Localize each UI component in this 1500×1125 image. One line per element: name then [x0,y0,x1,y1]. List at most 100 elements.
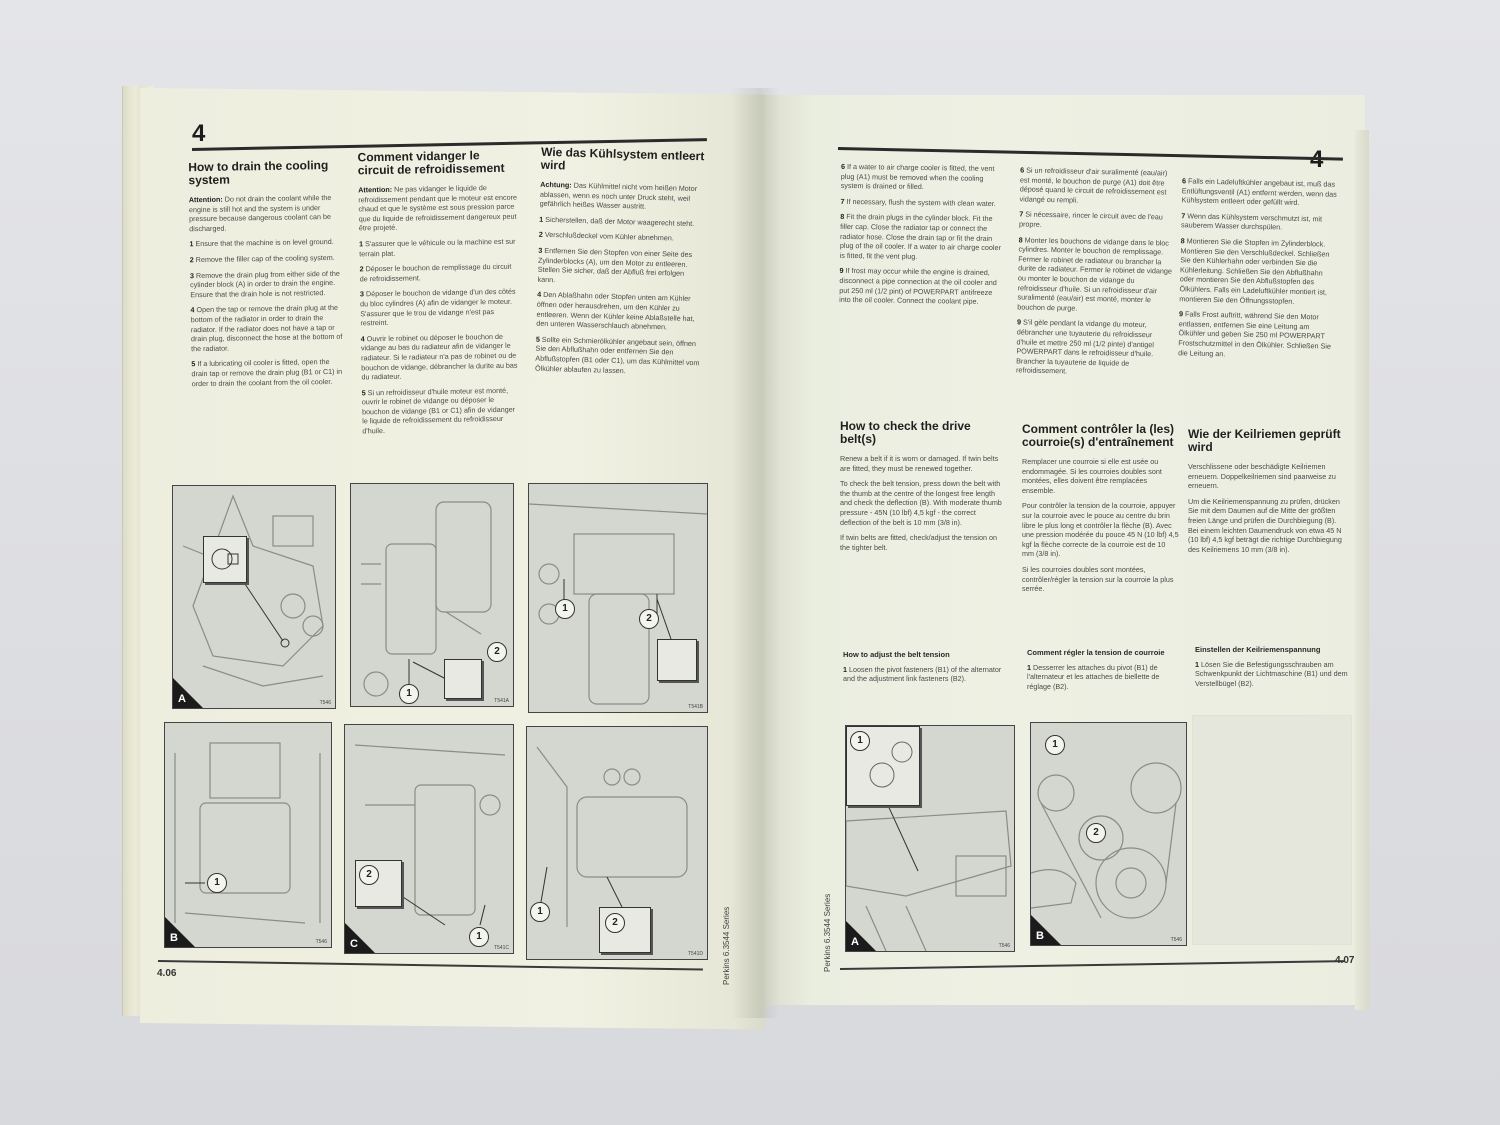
step: 1 Ensure that the machine is on level gr… [189,237,334,249]
section-heading: Comment vidanger le circuit de refroidis… [357,148,505,178]
drain-plug-inset [203,536,247,583]
paragraph: To check the belt tension, press down th… [840,479,1002,527]
step: 4 Ouvrir le robinet ou déposer le boucho… [360,331,518,382]
figure-code: T541A [494,698,509,704]
german-column-drain-continued: 6 Falls ein Ladeluftkühler angebaut ist,… [1178,176,1339,367]
step: 1 S'assurer que le véhicule ou la machin… [359,236,516,258]
french-column-belt: Comment contrôler la (les) courroie(s) d… [1022,423,1179,600]
figure-oil-cooler-lower-right: 1 2 T541D [526,726,708,960]
figure-a-alternator: 1 A T546 [845,725,1015,952]
subsection-heading: Comment régler la tension de courroie [1027,648,1165,657]
paragraph: Si les courroies doubles sont montées, c… [1022,564,1174,594]
radiator-drawing [174,742,321,924]
section-heading: Wie das Kühlsystem entleert wird [540,144,705,173]
faded-figure-area [1192,715,1352,945]
oil-cooler-drawing [361,501,492,697]
figure-b-radiator: 1 B T546 [164,722,332,948]
figure-a-drain-plug: A T546 [172,485,336,709]
figure-code: T546 [998,943,1010,949]
step: 8 Montieren Sie die Stopfen im Zylinderb… [1179,236,1330,306]
step: 4 Open the tap or remove the drain plug … [190,303,343,353]
step: 3 Remove the drain plug from either side… [189,268,340,299]
callout-2: 2 [605,913,625,933]
french-column-adjust: Comment régler la tension de courroie 1 … [1027,648,1179,697]
figure-label-b: B [170,932,178,944]
subsection-heading: How to adjust the belt tension [843,650,950,659]
page-number-left: 4.06 [157,968,177,979]
attention-note: Achtung: Das Kühlmittel nicht vom heißen… [539,179,698,211]
figure-label-a: A [851,936,859,948]
figure-corner [345,923,375,953]
figure-corner [165,917,195,947]
figure-corner [1031,915,1061,945]
french-column-drain-continued: 6 Si un refroidisseur d'air suralimenté … [1016,165,1175,384]
figure-code: T546 [315,939,327,945]
engine-block-drawing [182,494,324,687]
figure-code: T546 [319,700,331,706]
step: 7 If necessary, flush the system with cl… [840,196,996,208]
figure-code: T541D [687,951,703,957]
figure-oil-cooler-upper-right: 1 2 T541B [528,483,708,713]
oil-filter-drawing [529,503,707,705]
figure-label-b: B [1036,930,1044,942]
figure-label-a: A [178,693,186,705]
callout-1: 1 [850,731,870,751]
figure-oil-cooler-upper-left: 1 2 T541A [350,483,514,707]
step: 5 Si un refroidisseur d'huile moteur est… [361,385,516,436]
paragraph: Remplacer une courroie si elle est usée … [1022,457,1162,495]
figure-b-belt-deflection: 1 2 B T546 [1030,722,1187,946]
subsection-heading: Einstellen der Keilriemenspannung [1195,645,1321,654]
attention-note: Attention: Do not drain the coolant whil… [188,192,332,234]
step: 9 Falls Frost auftritt, während Sie den … [1178,309,1332,358]
series-label-left: Perkins 6.3544 Series [722,906,731,985]
section-heading: Wie der Keilriemen geprüft wird [1188,427,1341,454]
step: 1 Loosen the pivot fasteners (B1) of the… [843,664,1002,684]
german-column-belt: Wie der Keilriemen geprüft wird Verschli… [1188,428,1348,560]
figure-c-oil-cooler: 2 1 C T541C [344,724,514,954]
section-heading: How to check the drive belt(s) [840,419,971,446]
paragraph: Verschlissene oder beschädigte Keilrieme… [1188,462,1336,491]
step: 6 Falls ein Ladeluftkühler angebaut ist,… [1181,176,1337,208]
alternator-drawing [846,800,1012,951]
callout-1: 1 [555,599,575,619]
oil-cooler-side-drawing [536,746,688,927]
english-column-drain-continued: 6 If a water to air charge cooler is fit… [839,162,1006,313]
step: 2 Remove the filler cap of the cooling s… [189,252,335,265]
callout-1: 1 [1045,735,1065,755]
figure-code: T541B [688,704,703,710]
callout-1: 1 [469,927,489,947]
step: 1 Lösen Sie die Befestigungsschrauben am… [1195,659,1348,688]
callout-2: 2 [359,865,379,885]
figure-corner [173,678,203,708]
section-heading: Comment contrôler la (les) courroie(s) d… [1022,422,1175,449]
callout-2: 2 [1086,823,1106,843]
chapter-number-left: 4 [192,120,206,147]
english-column-belt: How to check the drive belt(s) Renew a b… [840,420,1005,558]
callout-1: 1 [207,873,227,893]
french-column-drain: Comment vidanger le circuit de refroidis… [357,148,522,442]
step: 8 Fit the drain plugs in the cylinder bl… [839,212,1001,261]
step: 7 Si nécessaire, rincer le circuit avec … [1018,209,1163,229]
drain-plug-icon [211,548,239,570]
callout-2: 2 [639,609,659,629]
german-column-drain: Wie das Kühlsystem entleert wird Achtung… [534,144,706,384]
step: 5 Sollte ein Schmierölkühler angebaut se… [534,334,700,375]
figure-label-c: C [350,938,358,950]
paragraph: Pour contrôler la tension de la courroie… [1022,501,1179,559]
figure-corner [846,921,876,951]
section-heading: How to drain the cooling system [188,158,329,188]
step: 6 Si un refroidisseur d'air suralimenté … [1019,165,1168,205]
step: 3 Déposer le bouchon de vidange d'un des… [359,287,516,328]
paragraph: Um die Keilriemenspannung zu prüfen, drü… [1188,496,1342,554]
paragraph: Renew a belt if it is worn or damaged. I… [840,454,999,473]
page-number-right: 4.07 [1335,955,1355,966]
step: 8 Monter les bouchons de vidange dans le… [1017,234,1173,313]
attention-note: Attention: Ne pas vidanger le liquide de… [358,183,517,233]
step: 2 Déposer le bouchon de remplissage du c… [359,261,512,284]
step: 3 Entfernen Sie den Stopfen von einer Se… [537,245,693,284]
step: 1 Sicherstellen, daß der Motor waagerech… [539,214,695,228]
plug-inset [657,639,697,681]
step: 9 S'il gèle pendant la vidange du moteur… [1015,317,1155,376]
plug-inset [599,907,651,953]
step: 9 If frost may occur while the engine is… [839,266,997,306]
